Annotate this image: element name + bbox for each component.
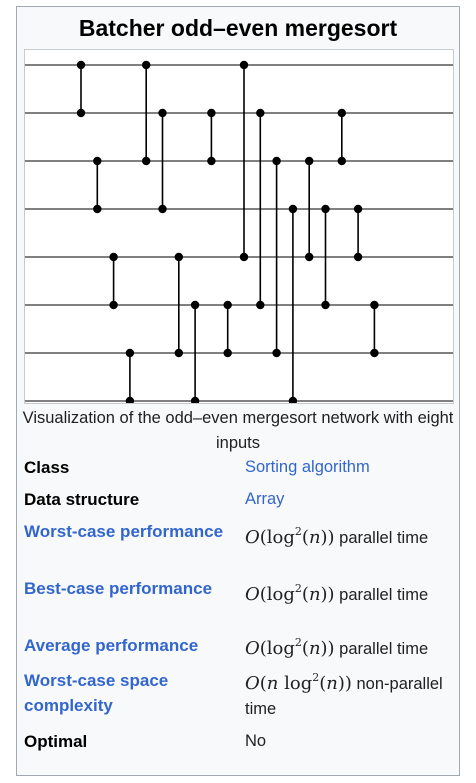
row-label-class: Class	[24, 458, 70, 477]
image-caption: Visualization of the odd–even mergesort …	[22, 409, 454, 452]
comparator	[207, 108, 216, 166]
comparator-node	[321, 300, 330, 310]
comparator-node	[370, 348, 379, 358]
comparator	[256, 108, 265, 310]
comparator-node	[93, 156, 102, 166]
comparator	[370, 300, 379, 358]
comparator	[353, 204, 363, 262]
comparator-node	[109, 252, 118, 262]
comparator	[125, 348, 135, 403]
best-case-performance-link[interactable]: Best-case performance	[24, 579, 213, 598]
comparator-node	[190, 396, 200, 403]
comparator	[158, 108, 167, 214]
sorting-network-diagram	[25, 60, 453, 403]
worst-case-performance-value: O(log2(n)) parallel time	[245, 525, 457, 551]
comparator-node	[93, 204, 102, 214]
comparator-node	[239, 252, 249, 262]
comparator-node	[337, 156, 346, 166]
row-label-optimal: Optimal	[24, 732, 88, 751]
comparator-node	[142, 156, 151, 166]
comparator-node	[125, 396, 135, 403]
worst-case-space-complexity-link[interactable]: Worst-case space complexity	[24, 671, 169, 715]
complexity-formula: O(n log2(n))	[245, 671, 352, 694]
comparator	[76, 60, 86, 118]
value-suffix: non-parallel time	[245, 675, 443, 718]
value-suffix: parallel time	[334, 586, 429, 604]
comparator-node	[207, 108, 216, 118]
comparator	[321, 204, 330, 310]
comparator	[337, 108, 346, 166]
class-value-link[interactable]: Sorting algorithm	[245, 458, 370, 476]
complexity-formula: O(log2(n))	[245, 525, 335, 548]
comparator	[174, 252, 183, 358]
comparator	[305, 156, 314, 262]
row-label-data-structure: Data structure	[24, 490, 140, 509]
average-performance-link[interactable]: Average performance	[24, 636, 199, 655]
comparator	[223, 300, 232, 358]
comparator-node	[223, 300, 232, 310]
comparator-node	[305, 252, 314, 262]
comparator-node	[76, 108, 86, 118]
worst-case-performance-link[interactable]: Worst-case performance	[24, 522, 224, 541]
comparator-node	[337, 108, 346, 118]
comparator-node	[76, 60, 86, 70]
comparator-node	[305, 156, 314, 166]
value-suffix: parallel time	[334, 640, 429, 658]
comparator-node	[223, 348, 232, 358]
network-image[interactable]	[24, 49, 454, 404]
comparator-node	[174, 348, 183, 358]
comparator-node	[272, 348, 281, 358]
comparator-node	[190, 300, 200, 310]
comparator-node	[288, 396, 298, 403]
comparator-node	[158, 108, 167, 118]
comparator-node	[158, 204, 167, 214]
comparator-node	[109, 300, 118, 310]
best-case-performance-value: O(log2(n)) parallel time	[245, 582, 457, 608]
data-structure-value-link[interactable]: Array	[245, 490, 285, 508]
comparator	[190, 300, 200, 403]
comparator-node	[207, 156, 216, 166]
value-suffix: parallel time	[334, 529, 429, 547]
comparator-node	[174, 252, 183, 262]
comparator	[288, 204, 298, 403]
complexity-formula: O(log2(n))	[245, 636, 335, 659]
comparator-node	[125, 348, 135, 358]
complexity-formula: O(log2(n))	[245, 582, 335, 605]
infobox-title: Batcher odd–even mergesort	[78, 15, 398, 41]
comparator-node	[288, 204, 298, 214]
infobox: Batcher odd–even mergesort Visualization…	[16, 6, 460, 776]
comparator	[239, 60, 249, 262]
comparator-node	[272, 156, 281, 166]
worst-case-space-complexity-value: O(n log2(n)) non-parallel time	[245, 671, 457, 722]
comparator-node	[239, 60, 249, 70]
comparator	[272, 156, 281, 358]
comparator	[142, 60, 151, 166]
comparator-node	[353, 204, 363, 214]
comparator-node	[142, 60, 151, 70]
comparator	[109, 252, 118, 310]
average-performance-value: O(log2(n)) parallel time	[245, 636, 457, 662]
comparator-node	[256, 300, 265, 310]
comparator-node	[353, 252, 363, 262]
comparator	[93, 156, 102, 214]
optimal-value: No	[245, 732, 267, 750]
comparator-node	[370, 300, 379, 310]
comparator-node	[256, 108, 265, 118]
comparator-node	[321, 204, 330, 214]
